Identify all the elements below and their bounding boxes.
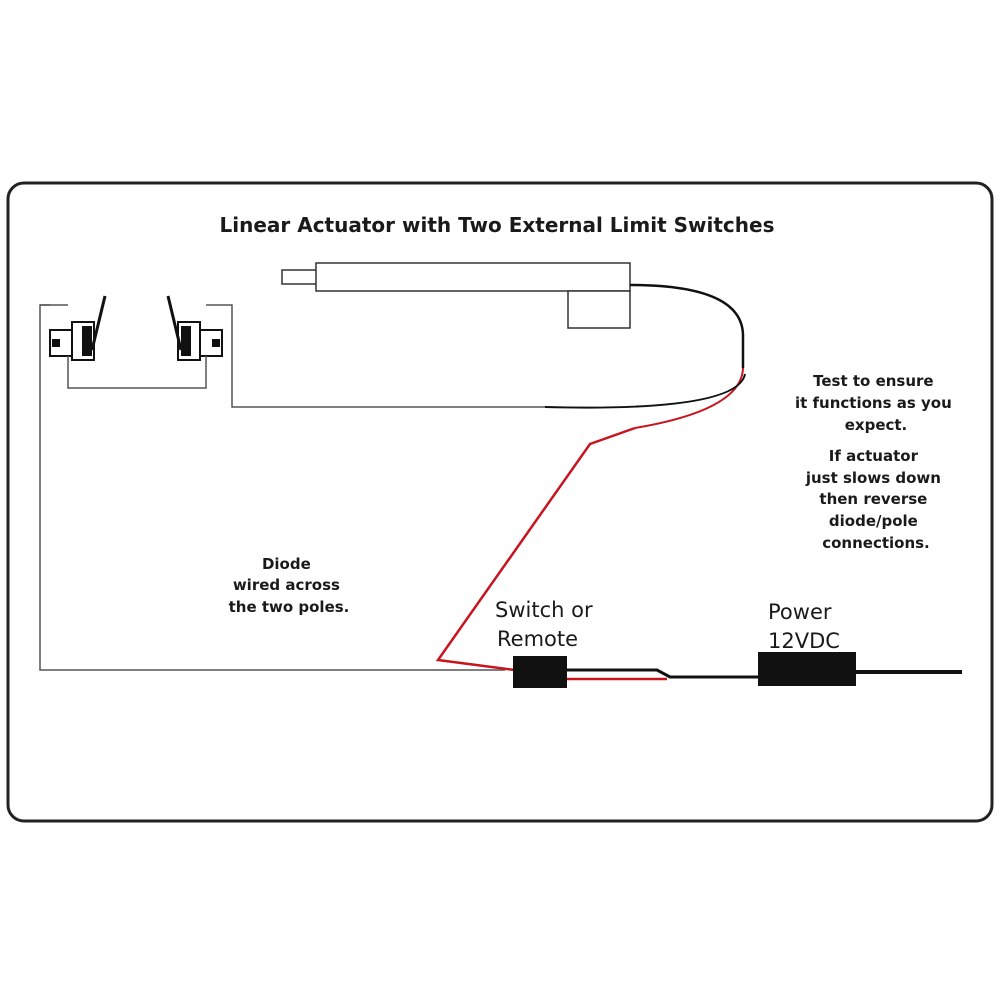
power-supply-block xyxy=(758,652,856,686)
reverse-note-line-1: If actuator xyxy=(829,447,919,465)
limit-switch-left-lever xyxy=(90,295,107,351)
wire-switch-bridge xyxy=(67,356,207,389)
switch-remote-label-line-2: Remote xyxy=(497,627,578,651)
reverse-note-line-4: diode/pole xyxy=(829,512,918,530)
switch-remote-label: Switch or Remote xyxy=(495,598,599,651)
switch-remote-block xyxy=(513,656,567,688)
limit-switch-right-terminal xyxy=(212,339,220,347)
limit-switch-left-terminal xyxy=(52,339,60,347)
test-note-line-3: expect. xyxy=(845,416,908,434)
linear-actuator xyxy=(281,262,631,329)
limit-switch-right xyxy=(166,295,223,361)
reverse-note: If actuator just slows down then reverse… xyxy=(805,447,946,552)
actuator-cable-red xyxy=(634,367,744,429)
wire-switch-outer-right xyxy=(206,304,545,408)
actuator-cable-black xyxy=(629,283,745,368)
diode-note: Diode wired across the two poles. xyxy=(229,555,350,616)
power-label-line-1: Power xyxy=(768,600,832,624)
wire-switch-to-power-black xyxy=(567,668,762,679)
power-label: Power 12VDC xyxy=(768,600,840,653)
actuator-rod xyxy=(281,269,319,285)
actuator-black-lead xyxy=(544,373,746,409)
diagram-title: Linear Actuator with Two External Limit … xyxy=(220,213,775,237)
actuator-body xyxy=(315,262,631,292)
reverse-note-line-3: then reverse xyxy=(819,490,927,508)
reverse-note-line-5: connections. xyxy=(822,534,930,552)
limit-switch-left-contact xyxy=(82,326,92,356)
power-label-line-2: 12VDC xyxy=(768,629,840,653)
test-note: Test to ensure it functions as you expec… xyxy=(795,372,957,434)
diode-note-line-3: the two poles. xyxy=(229,598,350,616)
actuator-motor xyxy=(567,290,631,329)
limit-switch-left xyxy=(49,295,107,361)
switch-remote-label-line-1: Switch or xyxy=(495,598,593,622)
limit-switch-right-lever xyxy=(166,295,183,351)
diagram-frame xyxy=(6,181,994,823)
test-note-line-1: Test to ensure xyxy=(813,372,933,390)
red-wire-to-switch xyxy=(435,426,636,672)
test-note-line-2: it functions as you xyxy=(795,394,952,412)
diode-note-line-1: Diode xyxy=(262,555,311,573)
reverse-note-line-2: just slows down xyxy=(805,469,941,487)
diode-note-line-2: wired across xyxy=(233,576,340,594)
limit-switch-right-contact xyxy=(181,326,191,356)
